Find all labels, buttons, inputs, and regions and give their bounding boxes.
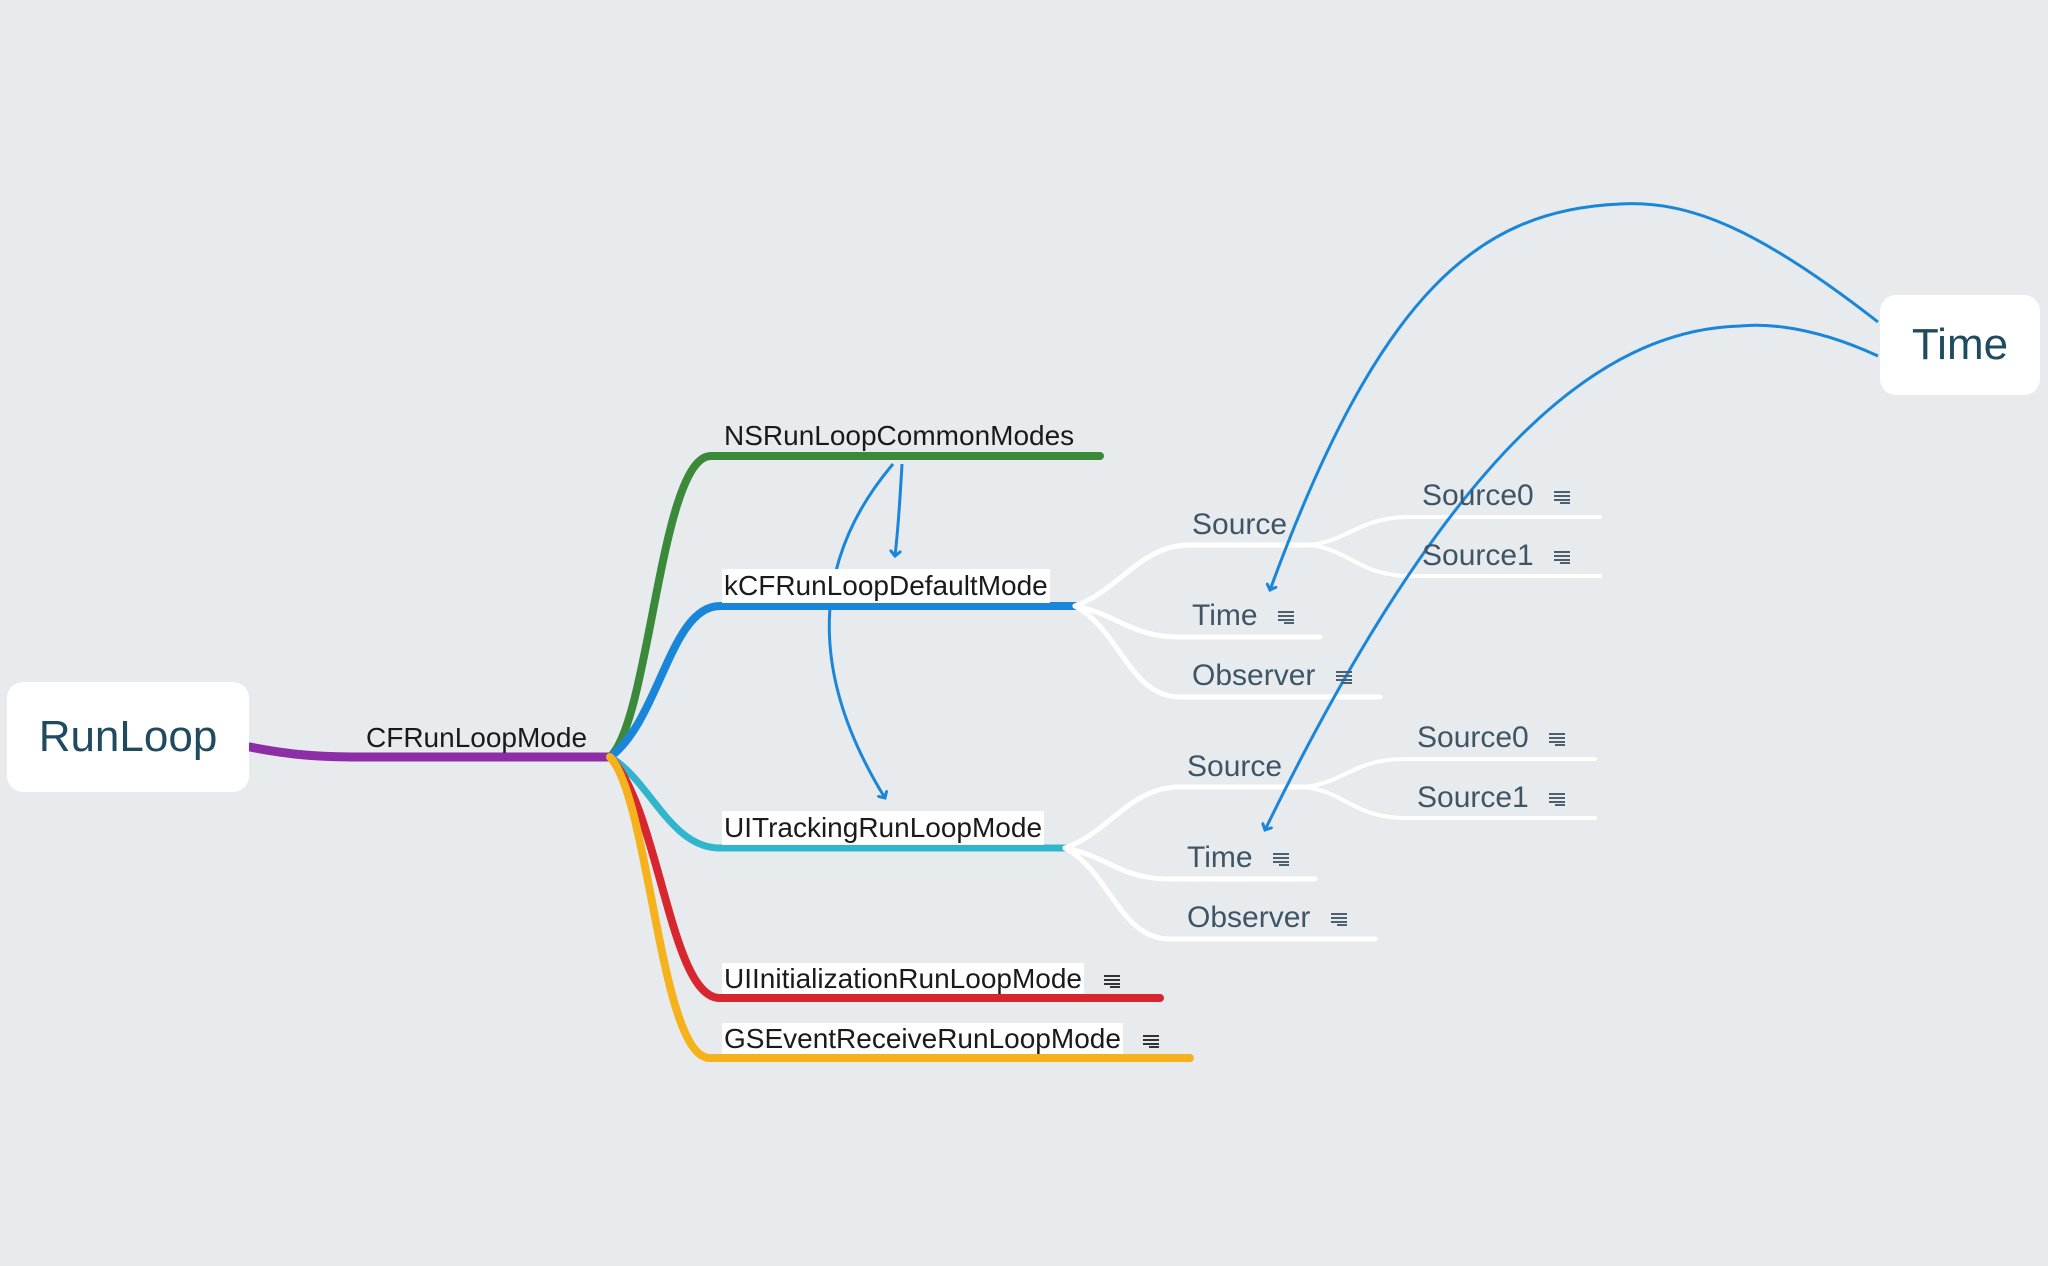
- default-line-source0: [1308, 515, 1602, 547]
- tracking-line-observer: [1062, 845, 1378, 942]
- default-source0-label[interactable]: Source0: [1422, 478, 1571, 514]
- tracking-line-source1: [1303, 785, 1597, 820]
- mode-tracking-label[interactable]: UITrackingRunLoopMode: [722, 811, 1045, 845]
- mode-common-label[interactable]: NSRunLoopCommonModes: [724, 420, 1075, 451]
- tracking-line-source: [1062, 784, 1308, 851]
- note-lines-icon: [1549, 792, 1566, 807]
- root-node-label: RunLoop: [38, 712, 218, 761]
- tracking-source-label[interactable]: Source: [1187, 750, 1283, 783]
- default-time-label[interactable]: Time: [1192, 598, 1294, 634]
- branch-tracking-mode: [606, 753, 1069, 852]
- note-lines-icon: [1277, 610, 1294, 625]
- mode-gsevent-label[interactable]: GSEventReceiveRunLoopMode: [722, 1022, 1159, 1056]
- mode-default-label[interactable]: kCFRunLoopDefaultMode: [722, 569, 1050, 603]
- tracking-source1-label[interactable]: Source1: [1417, 780, 1566, 816]
- default-line-source1: [1308, 543, 1602, 578]
- branch-gsevent-mode: [606, 753, 1194, 1062]
- note-lines-icon: [1142, 1034, 1159, 1048]
- arrow-remote-to-default-time: [1270, 202, 1879, 590]
- default-source1-label[interactable]: Source1: [1422, 538, 1571, 574]
- note-lines-icon: [1335, 670, 1352, 685]
- remote-time-label: Time: [1911, 320, 2009, 369]
- default-line-source: [1072, 542, 1313, 609]
- branch-common-modes: [606, 452, 1104, 761]
- tracking-line-time: [1062, 845, 1318, 882]
- tracking-observer-label[interactable]: Observer: [1187, 900, 1347, 936]
- note-lines-icon: [1554, 490, 1571, 505]
- tracking-line-source0: [1303, 757, 1597, 789]
- default-line-time: [1072, 603, 1323, 640]
- note-lines-icon: [1272, 852, 1289, 867]
- note-lines-icon: [1103, 974, 1120, 988]
- tracking-time-label[interactable]: Time: [1187, 840, 1289, 876]
- default-line-observer: [1072, 603, 1383, 700]
- default-source-label[interactable]: Source: [1192, 508, 1288, 541]
- arrow-remote-to-tracking-time: [1265, 323, 1879, 830]
- root-branch-line: [245, 742, 615, 762]
- remote-time-node[interactable]: Time: [1880, 295, 2040, 395]
- root-node[interactable]: RunLoop: [7, 682, 249, 792]
- branch-default-mode: [606, 602, 1079, 761]
- arrow-common-to-default: [895, 463, 904, 556]
- note-lines-icon: [1549, 732, 1566, 747]
- mode-initialization-label[interactable]: UIInitializationRunLoopMode: [722, 962, 1120, 996]
- default-observer-label[interactable]: Observer: [1192, 658, 1352, 694]
- cfrunloopmode-label[interactable]: CFRunLoopMode: [366, 722, 588, 753]
- tracking-source0-label[interactable]: Source0: [1417, 720, 1566, 756]
- note-lines-icon: [1554, 550, 1571, 565]
- note-lines-icon: [1330, 912, 1347, 927]
- arrow-common-to-tracking: [827, 463, 895, 798]
